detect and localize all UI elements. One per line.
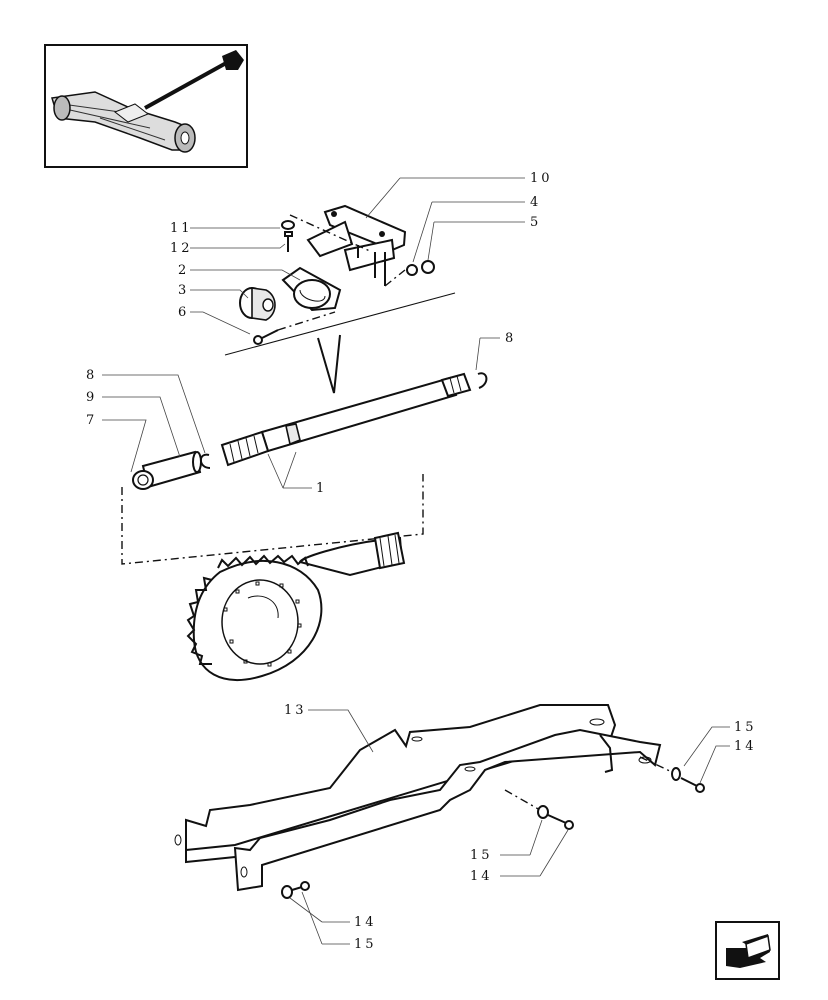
part-label-4: 4 — [530, 195, 541, 210]
drive-shaft-part-1 — [220, 372, 472, 467]
leader-lines — [102, 177, 730, 945]
part-label-14-middle: 14 — [470, 869, 493, 884]
guard-part-13 — [174, 704, 662, 892]
part-label-9: 9 — [86, 390, 97, 405]
part-label-7: 7 — [86, 413, 97, 428]
part-label-8-right: 8 — [505, 331, 516, 346]
part-label-13: 13 — [284, 703, 307, 718]
part-label-2: 2 — [178, 263, 189, 278]
part-label-11: 11 — [170, 221, 193, 236]
part-label-14-right: 14 — [734, 739, 757, 754]
bearing-part-3 — [239, 287, 276, 321]
screw-part-6 — [253, 311, 336, 345]
ring-part-7 — [132, 470, 154, 490]
fastener-set-right — [639, 756, 705, 793]
part-label-15-middle: 15 — [470, 848, 493, 863]
part-label-15-right: 15 — [734, 720, 757, 735]
washer-part-5 — [421, 260, 435, 274]
part-label-1: 1 — [316, 481, 327, 496]
washer-part-11 — [281, 220, 295, 230]
crown-gear-reference — [186, 531, 406, 681]
fastener-set-middle — [504, 789, 574, 830]
part-label-14-bottom: 14 — [354, 915, 377, 930]
return-arrow-icon[interactable] — [715, 921, 780, 980]
part-label-10: 10 — [530, 171, 553, 186]
part-label-3: 3 — [178, 283, 189, 298]
part-label-6: 6 — [178, 305, 189, 320]
support-part-2 — [281, 266, 342, 312]
part-label-15-bottom: 15 — [354, 937, 377, 952]
part-label-5: 5 — [530, 215, 541, 230]
part-label-12: 12 — [170, 241, 193, 256]
bracket-part-10 — [289, 204, 407, 287]
sleeve-part-9 — [141, 450, 202, 489]
washer-part-4 — [406, 264, 418, 276]
axle-assembly-thumbnail[interactable] — [44, 44, 248, 168]
fastener-set-left — [281, 881, 310, 899]
part-label-8-left: 8 — [86, 368, 97, 383]
screw-part-12 — [284, 231, 293, 252]
